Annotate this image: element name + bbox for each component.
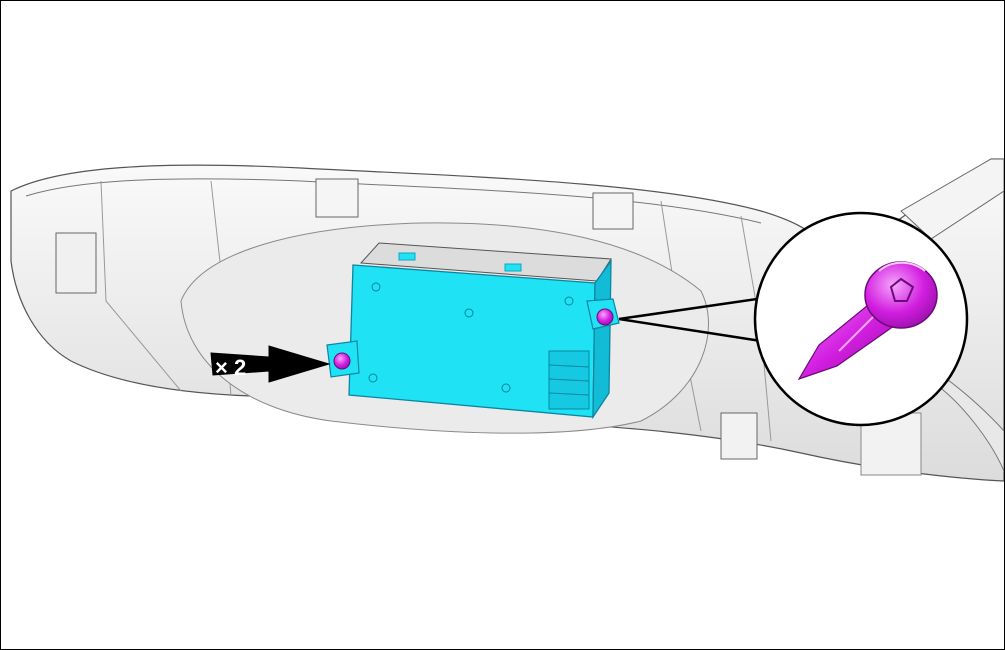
electronic-module [326, 242, 620, 420]
quantity-label: × 2 [215, 355, 246, 380]
magnifier-callout [753, 211, 969, 427]
quantity-arrow: × 2 [210, 345, 331, 383]
screw-installed-left [333, 352, 351, 370]
screw-icon [797, 261, 938, 381]
screw-installed-right [596, 308, 614, 326]
callout-leader [618, 295, 772, 343]
